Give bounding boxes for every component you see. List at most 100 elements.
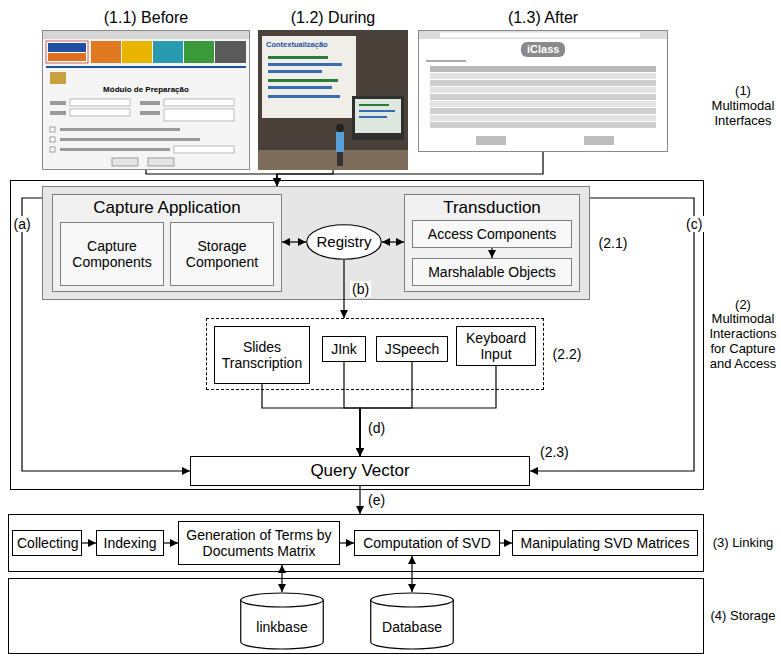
section-label: (2.2) [547,346,587,362]
layer-band: (4) StoragelinkbaseDatabase [8,578,704,654]
label-holder: iClass [521,42,565,57]
illustration-part [140,101,160,105]
illustration-part [359,104,389,106]
input-box: JSpeech [376,336,448,362]
illustration-part [60,148,170,151]
illustration-part [430,94,656,100]
node-label: linkbase [256,619,307,635]
illustration-part [60,138,200,141]
component-box: Storage Component [170,222,274,286]
component-box: Marshalable Objects [412,258,572,286]
node-label: Query Vector [310,461,409,481]
label-holder: (4) Storage [707,609,779,624]
process-box: Computation of SVD [354,530,500,556]
illustration-part [440,33,640,38]
illustration-part [584,136,614,145]
illustration-part [419,31,667,39]
connector [343,260,344,318]
label-holder: (c) [684,216,704,232]
database-cylinder: Database [370,592,454,650]
callout-number: (2.3) [540,444,569,460]
illustration-part [430,101,656,107]
connector [282,241,306,242]
process-box: Indexing [96,530,164,556]
node-label: Registry [316,233,371,250]
node-label: Slides Transcription [219,339,305,371]
illustration-part [258,30,408,170]
connector [359,486,360,514]
illustration-part [337,152,343,166]
label-holder: (1.2) During [258,9,408,30]
illustration-part [50,147,55,152]
node-label: Keyboard Input [461,330,531,362]
label-holder: (3) Linking [707,536,779,551]
input-box: Keyboard Input [456,326,536,366]
query-box: Query Vector [190,456,530,486]
screen-text: Contextualização [266,41,328,50]
illustration-part [268,63,342,66]
illustration-part [70,99,130,106]
callout-letter: (b) [350,281,371,297]
label-holder: (b) [350,281,371,297]
illustration-part [426,60,466,62]
screenshot-before: (1.1) Before [42,30,250,170]
label-holder: (a) [12,216,33,232]
illustration-part [60,128,180,131]
group-box: (2.1)Capture ApplicationCapture Componen… [42,186,590,300]
illustration-part [50,101,66,105]
illustration-part [50,111,66,115]
section-label: (1) Multimodal Interfaces [708,84,778,129]
illustration-part [268,79,338,82]
illustration-part [430,87,656,93]
ellipse-shape [307,225,382,260]
process-box: Collecting [12,530,82,556]
illustration-part [430,73,656,79]
cylinder-top [241,593,324,607]
illustration-part [268,56,328,59]
section-label: (2) Multimodal Interactions for Capture … [707,298,779,373]
illustration-part [46,66,246,68]
label-holder: (1) Multimodal Interfaces [708,84,778,129]
section-label: (1.2) During [258,9,408,27]
illustration-part [70,109,130,116]
illustration-part [148,158,174,166]
illustration-part [430,115,656,121]
illustration-part [359,116,387,118]
illustration-part [359,110,395,112]
database-cylinder: linkbase [240,592,324,650]
illustration-part [164,109,234,121]
component-box: Access Components [412,220,572,248]
connector [411,556,412,592]
node-label: JSpeech [385,341,439,357]
layer-band: (3) LinkingCollectingIndexingGeneration … [8,514,704,572]
node-label: Computation of SVD [363,535,491,551]
label-holder: (2) Multimodal Interactions for Capture … [707,298,779,373]
illustration-part [112,158,138,166]
illustration-part [91,41,121,63]
illustration-part [174,146,234,153]
screen-text: Módulo de Preparação [96,85,196,94]
label-holder: (d) [368,420,385,436]
module-box: Capture ApplicationCapture ComponentsSto… [52,194,282,292]
illustration-part [336,132,344,152]
illustration-part [215,41,246,63]
illustration-part [122,41,152,63]
illustration-part [476,136,506,145]
process-box: Manipulating SVD Matrices [512,530,698,556]
section-label: (1.1) Before [42,9,250,27]
connector [340,542,354,543]
illustration-part [48,53,86,61]
module-box: TransductionAccess ComponentsMarshalable… [404,194,580,292]
node-label: Indexing [104,535,157,551]
illustration-part [258,150,408,170]
connector [382,241,404,242]
cylinder-top [371,593,454,607]
callout-letter: (d) [368,420,385,436]
illustration-part [430,80,656,86]
illustration-part [48,43,86,52]
illustration-part [268,70,322,73]
node-label: Database [382,619,442,635]
callout-letter: (e) [366,492,387,508]
